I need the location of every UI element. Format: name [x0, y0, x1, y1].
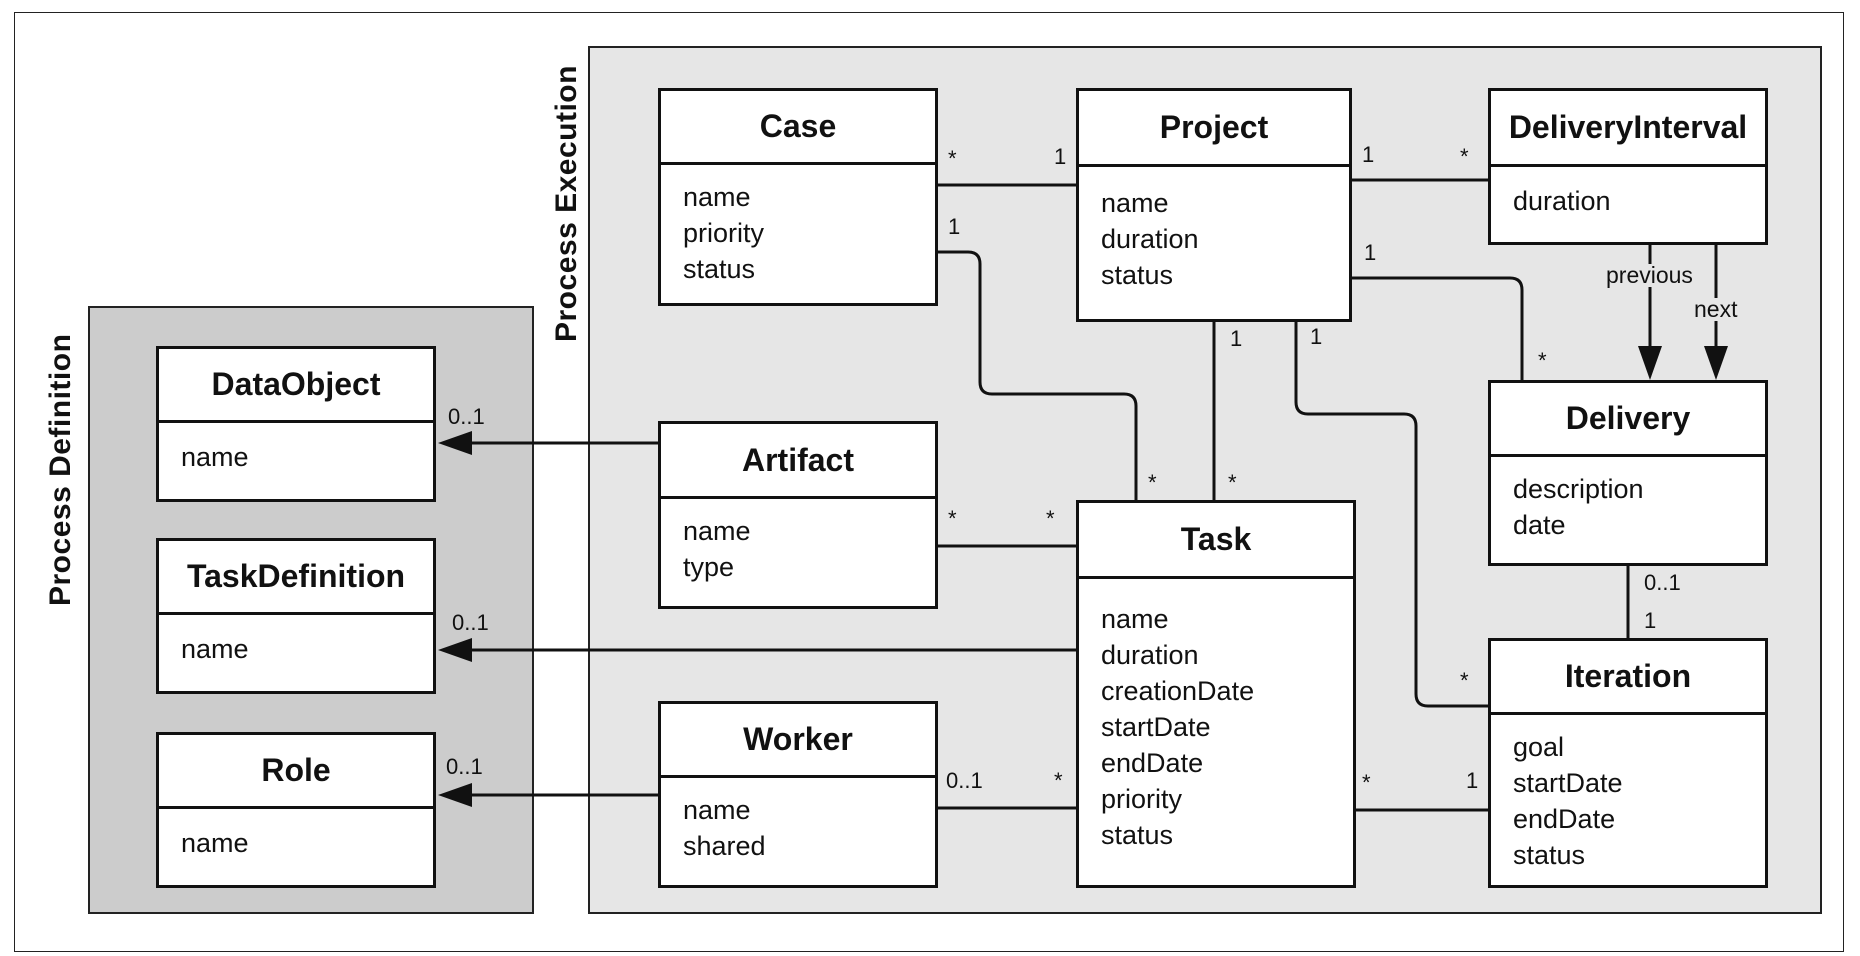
- class-case-attr: priority: [683, 218, 765, 248]
- arrowhead-next: [1704, 346, 1728, 380]
- class-role-attr: name: [181, 828, 249, 858]
- class-worker-name: Worker: [661, 704, 935, 778]
- class-worker: Worker name shared: [658, 701, 938, 888]
- mult-project-iteration-iteration: *: [1460, 668, 1469, 693]
- class-task-attr: creationDate: [1101, 676, 1255, 706]
- class-case-attr: name: [683, 182, 751, 212]
- class-case-name: Case: [661, 91, 935, 165]
- role-label-next: next: [1692, 296, 1740, 322]
- mult-case-project-project: 1: [1054, 144, 1067, 169]
- class-delivery-name: Delivery: [1491, 383, 1765, 457]
- class-project-name: Project: [1079, 91, 1349, 167]
- class-dataobject: DataObject name: [156, 346, 436, 502]
- mult-project-delivery-project: 1: [1364, 240, 1377, 265]
- class-task-attr: startDate: [1101, 712, 1211, 742]
- mult-case-task-case: 1: [948, 214, 961, 239]
- class-task-attr: priority: [1101, 784, 1183, 814]
- mult-artifact-task-task: *: [1046, 506, 1055, 531]
- class-taskdefinition: TaskDefinition name: [156, 538, 436, 694]
- mult-project-task-project: 1: [1230, 326, 1243, 351]
- mult-worker-role: 0..1: [446, 754, 483, 779]
- class-iteration-attr: goal: [1513, 732, 1565, 762]
- class-deliveryinterval-attr: duration: [1513, 186, 1611, 216]
- mult-case-task-task: *: [1148, 470, 1157, 495]
- class-delivery-attr: date: [1513, 510, 1566, 540]
- class-role: Role name: [156, 732, 436, 888]
- class-delivery-attr: description: [1513, 474, 1644, 504]
- mult-artifact-task-artifact: *: [948, 506, 957, 531]
- class-task-attr: endDate: [1101, 748, 1204, 778]
- class-iteration-attr: endDate: [1513, 804, 1616, 834]
- mult-delivery-iteration-iteration: 1: [1644, 608, 1657, 633]
- class-task-attr: name: [1101, 604, 1169, 634]
- mult-task-taskdefinition: 0..1: [452, 610, 489, 635]
- class-iteration-name: Iteration: [1491, 641, 1765, 715]
- assoc-project-delivery: [1350, 276, 1524, 382]
- class-worker-attr: shared: [683, 831, 766, 861]
- arrowhead-taskdefinition: [438, 638, 472, 662]
- mult-project-interval-interval: *: [1460, 144, 1469, 169]
- class-task: Task name duration creationDate startDat…: [1076, 500, 1356, 888]
- mult-project-task-task: *: [1228, 470, 1237, 495]
- class-dataobject-name: DataObject: [159, 349, 433, 423]
- class-project-attr: status: [1101, 260, 1174, 290]
- class-artifact-attr: type: [683, 552, 735, 582]
- class-task-attr: status: [1101, 820, 1174, 850]
- class-case: Case name priority status: [658, 88, 938, 306]
- class-worker-attr: name: [683, 795, 751, 825]
- class-project: Project name duration status: [1076, 88, 1352, 322]
- class-artifact: Artifact name type: [658, 421, 938, 609]
- assoc-project-iteration: [1294, 320, 1490, 708]
- mult-project-interval-project: 1: [1362, 142, 1375, 167]
- class-delivery: Delivery description date: [1488, 380, 1768, 566]
- mult-delivery-iteration-delivery: 0..1: [1644, 570, 1681, 595]
- class-deliveryinterval: DeliveryInterval duration: [1488, 88, 1768, 245]
- class-iteration-attr: status: [1513, 840, 1586, 870]
- mult-task-iteration-iteration: 1: [1466, 768, 1479, 793]
- class-project-attr: name: [1101, 188, 1169, 218]
- arrowhead-previous: [1638, 346, 1662, 380]
- arrowhead-dataobject: [438, 431, 472, 455]
- mult-project-delivery-delivery: *: [1538, 348, 1547, 373]
- class-deliveryinterval-name: DeliveryInterval: [1491, 91, 1765, 167]
- class-dataobject-attr: name: [181, 442, 249, 472]
- mult-task-iteration-task: *: [1362, 770, 1371, 795]
- class-project-attr: duration: [1101, 224, 1199, 254]
- mult-case-project-case: *: [948, 146, 957, 171]
- mult-project-iteration-project: 1: [1310, 324, 1323, 349]
- class-artifact-attr: name: [683, 516, 751, 546]
- mult-artifact-dataobject: 0..1: [448, 404, 485, 429]
- class-task-attr: duration: [1101, 640, 1199, 670]
- class-role-name: Role: [159, 735, 433, 809]
- class-task-name: Task: [1079, 503, 1353, 579]
- class-iteration-attr: startDate: [1513, 768, 1623, 798]
- class-taskdefinition-name: TaskDefinition: [159, 541, 433, 615]
- class-taskdefinition-attr: name: [181, 634, 249, 664]
- class-artifact-name: Artifact: [661, 424, 935, 499]
- arrowhead-role: [438, 783, 472, 807]
- mult-worker-task-task: *: [1054, 768, 1063, 793]
- mult-worker-task-worker: 0..1: [946, 768, 983, 793]
- class-iteration: Iteration goal startDate endDate status: [1488, 638, 1768, 888]
- role-label-previous: previous: [1604, 262, 1695, 288]
- class-case-attr: status: [683, 254, 756, 284]
- assoc-case-task: [936, 250, 1138, 502]
